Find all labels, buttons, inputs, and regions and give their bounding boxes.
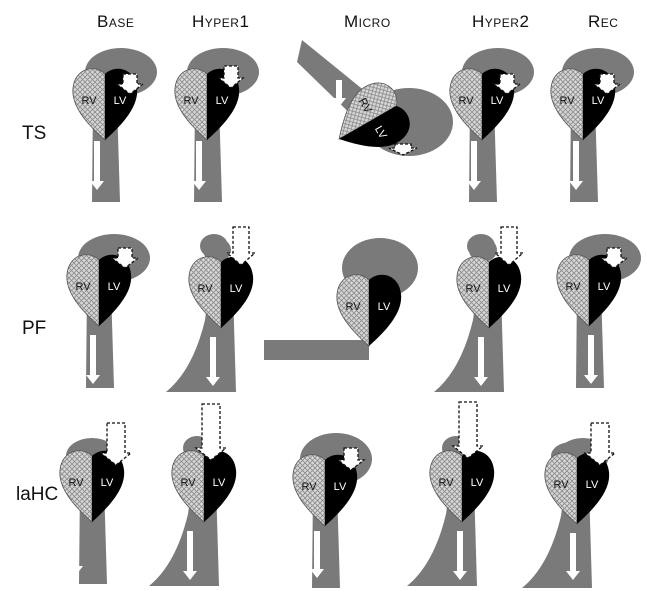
heart-cell-ts-hyper1: RV LV	[175, 48, 259, 202]
rv-label: RV	[345, 301, 361, 313]
lv-label: LV	[586, 479, 599, 491]
heart: RV LV	[172, 451, 236, 522]
rv-label: RV	[197, 283, 213, 295]
lv-label: LV	[213, 477, 226, 489]
rv-label: RV	[438, 477, 454, 489]
lv-label: LV	[491, 95, 504, 107]
rv-label: RV	[553, 479, 569, 491]
heart-cell-ts-rec: RV LV	[551, 48, 634, 202]
outflow-vessel	[264, 340, 369, 360]
atrium-bump	[467, 234, 495, 258]
rv-label: RV	[75, 281, 91, 293]
lv-label: LV	[592, 95, 605, 107]
lv-label: LV	[334, 481, 347, 493]
lv-label: LV	[114, 95, 127, 107]
heart-cell-pf-base: RV LV	[67, 234, 150, 388]
rv-label: RV	[565, 281, 581, 293]
heart: RV LV	[189, 257, 253, 328]
rv-label: RV	[465, 283, 481, 295]
lv-label: LV	[108, 281, 121, 293]
heart-cell-ts-base: RV LV	[73, 48, 157, 202]
lv-label: LV	[230, 283, 243, 295]
heart-cell-pf-hyper1: RV LV	[166, 227, 255, 392]
heart-cell-lahc-hyper2: RV LV	[407, 402, 494, 586]
heart: RV LV	[337, 275, 401, 346]
heart-cell-pf-rec: RV LV	[557, 234, 641, 388]
heart-cell-lahc-hyper1: RV LV	[149, 404, 236, 586]
heart: RV LV	[430, 451, 494, 522]
lv-label: LV	[471, 477, 484, 489]
rv-label: RV	[81, 95, 97, 107]
heart-cell-lahc-micro: RV LV	[293, 433, 372, 588]
dashed-arrow-down-icon	[453, 402, 483, 458]
lv-label: LV	[378, 301, 391, 313]
heart-cell-lahc-rec: RV LV	[522, 423, 615, 588]
rv-label: RV	[458, 95, 474, 107]
heart-cell-pf-micro: RV LV	[264, 238, 418, 360]
rv-label: RV	[68, 477, 84, 489]
lv-label: LV	[598, 281, 611, 293]
heart-cell-lahc-base: RV LV	[60, 423, 131, 584]
rv-label: RV	[183, 95, 199, 107]
rv-label: RV	[301, 481, 317, 493]
atrium-bump	[200, 234, 228, 258]
heart-cell-pf-hyper2: RV LV	[434, 227, 523, 392]
rv-label: RV	[559, 95, 575, 107]
lv-label: LV	[216, 95, 229, 107]
rv-label: RV	[180, 477, 196, 489]
heart-cell-ts-hyper2: RV LV	[450, 48, 534, 202]
heart: RV LV	[457, 257, 521, 328]
lv-label: LV	[498, 283, 511, 295]
lv-label: LV	[101, 477, 114, 489]
